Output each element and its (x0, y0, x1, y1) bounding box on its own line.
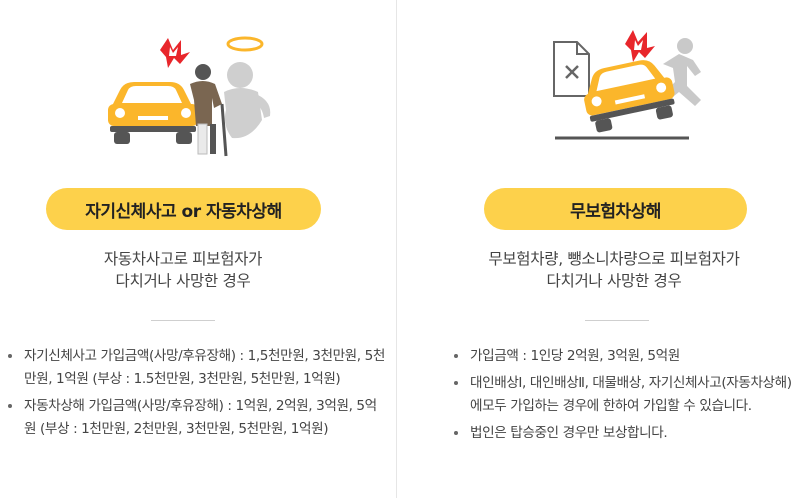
self-injury-pill: 자기신체사고 or 자동차상해 (46, 188, 321, 230)
section-rule (151, 320, 215, 321)
bullet-dot-icon (8, 354, 12, 358)
description-line: 다치거나 사망한 경우 (115, 272, 251, 290)
description-line: 다치거나 사망한 경우 (546, 272, 682, 290)
alert-burst-icon (160, 38, 190, 68)
description-line: 자동차사고로 피보험자가 (103, 250, 263, 268)
list-item-text: 가입금액 : 1인당 2억원, 3억원, 5억원 (470, 348, 680, 364)
ghost-icon (224, 62, 271, 139)
list-item-text: 법인은 탑승중인 경우만 보상합니다. (470, 425, 668, 441)
uninsured-bullet-list: 가입금액 : 1인당 2억원, 3억원, 5억원 대인배상Ⅰ, 대인배상Ⅱ, 대… (452, 345, 802, 449)
list-item: 대인배상Ⅰ, 대인배상Ⅱ, 대물배상, 자기신체사고(자동차상해)에모두 가입하… (452, 372, 802, 418)
void-document-icon (553, 41, 590, 97)
bullet-dot-icon (454, 431, 458, 435)
self-injury-bullet-list: 자기신체사고 가입금액(사망/후유장해) : 1,5천만원, 3천만원, 5천만… (6, 345, 386, 445)
self-injury-description: 자동차사고로 피보험자가 다치거나 사망한 경우 (0, 248, 366, 292)
halo-icon (226, 36, 264, 52)
column-divider (396, 0, 397, 498)
uninsured-car-hit-and-run-illustration (553, 30, 701, 140)
uninsured-section: 무보험차상해 무보험차량, 뺑소니차량으로 피보험자가 다치거나 사망한 경우 … (397, 0, 810, 498)
section-rule (585, 320, 649, 321)
list-item-text: 대인배상Ⅰ, 대인배상Ⅱ, 대물배상, 자기신체사고(자동차상해)에모두 가입하… (470, 375, 792, 414)
bullet-dot-icon (8, 404, 12, 408)
uninsured-description: 무보험차량, 뺑소니차량으로 피보험자가 다치거나 사망한 경우 (394, 248, 810, 292)
list-item-text: 자기신체사고 가입금액(사망/후유장해) : 1,5천만원, 3천만원, 5천만… (24, 348, 385, 387)
bullet-dot-icon (454, 381, 458, 385)
bullet-dot-icon (454, 354, 458, 358)
list-item: 가입금액 : 1인당 2억원, 3억원, 5억원 (452, 345, 802, 368)
list-item: 자기신체사고 가입금액(사망/후유장해) : 1,5천만원, 3천만원, 5천만… (6, 345, 386, 391)
car-hitting-injured-person-illustration (108, 36, 271, 157)
list-item-text: 자동차상해 가입금액(사망/후유장해) : 1억원, 2억원, 3억원, 5억원… (24, 398, 377, 437)
yellow-car-icon (584, 60, 675, 133)
uninsured-pill: 무보험차상해 (484, 188, 747, 230)
list-item: 자동차상해 가입금액(사망/후유장해) : 1억원, 2억원, 3억원, 5억원… (6, 395, 386, 441)
injured-person-icon (190, 64, 228, 157)
yellow-car-icon (108, 82, 198, 144)
alert-burst-icon (625, 30, 655, 62)
list-item: 법인은 탑승중인 경우만 보상합니다. (452, 422, 802, 445)
self-injury-section: 자기신체사고 or 자동차상해 자동차사고로 피보험자가 다치거나 사망한 경우… (0, 0, 396, 498)
description-line: 무보험차량, 뺑소니차량으로 피보험자가 (488, 250, 740, 268)
